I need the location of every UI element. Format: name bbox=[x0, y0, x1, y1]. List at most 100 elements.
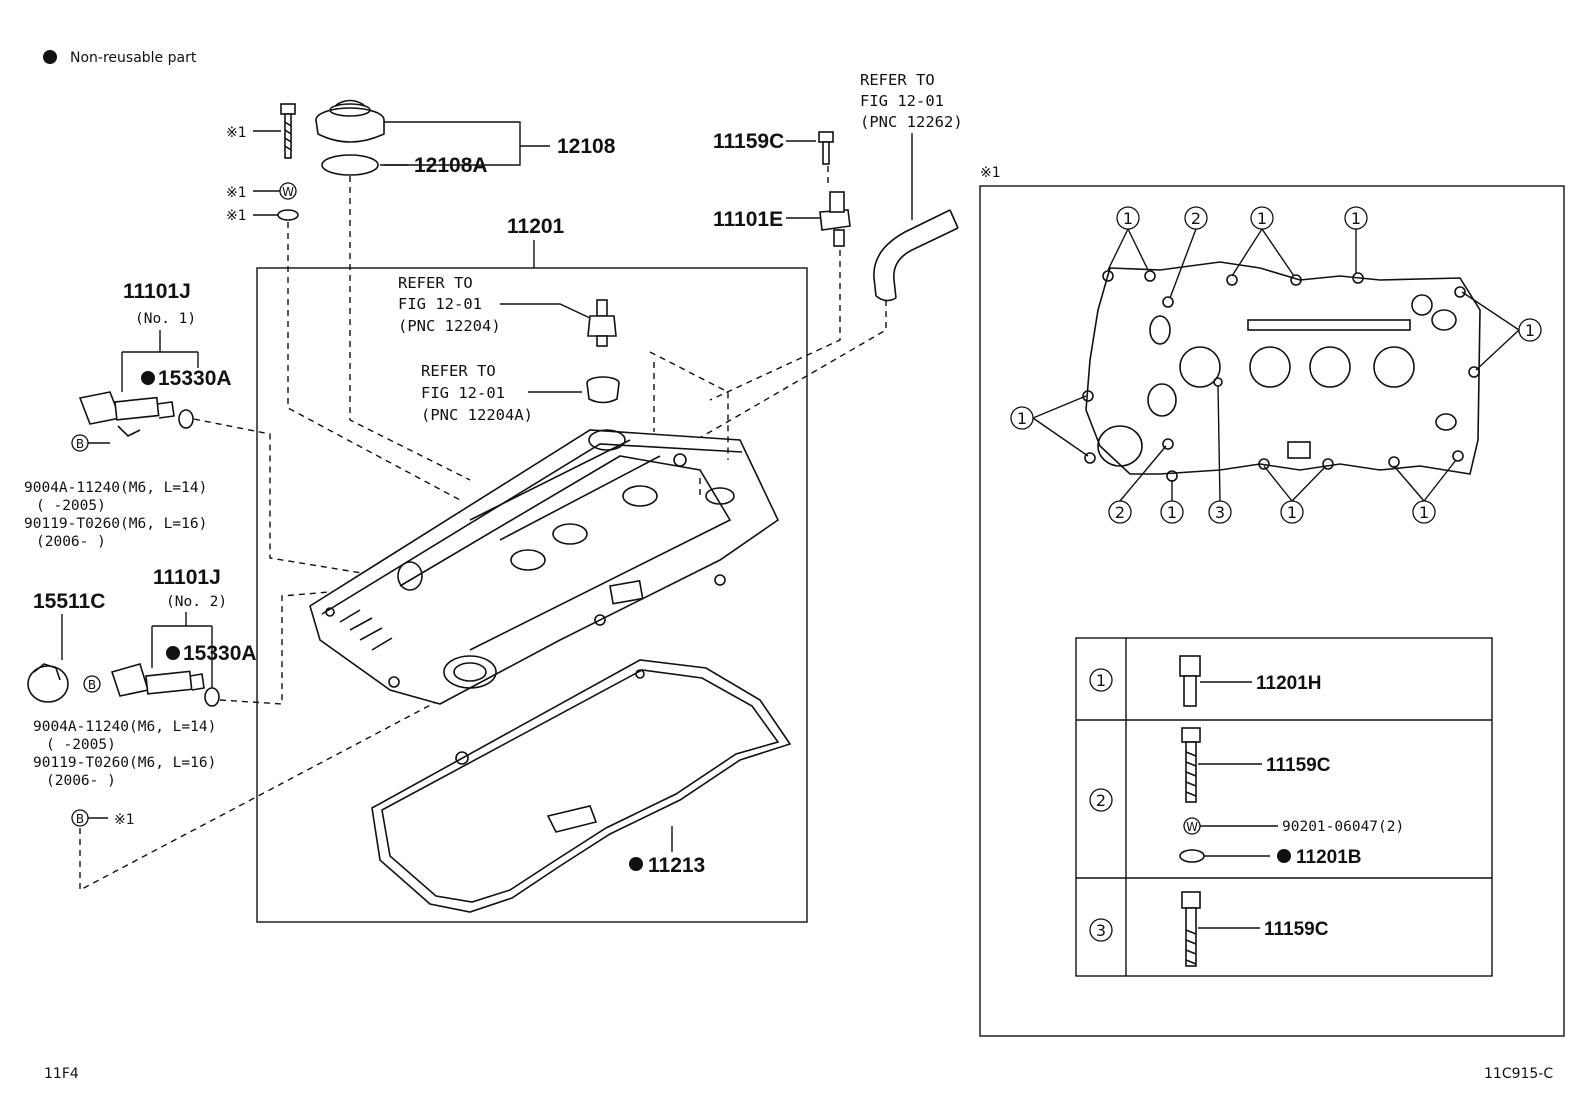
svg-text:1: 1 bbox=[1351, 209, 1361, 228]
svg-text:1: 1 bbox=[1287, 503, 1297, 522]
non-reusable-bullet-icon bbox=[43, 50, 57, 64]
washer-x1-drawing bbox=[277, 209, 299, 221]
table-row-2-num bbox=[1089, 788, 1113, 812]
ref-12204a-line1: REFER TO bbox=[421, 362, 496, 380]
x1-mark-bolt: ※1 bbox=[226, 125, 247, 141]
part-11159c: 11159C bbox=[713, 130, 784, 153]
ref-12204a-line2: FIG 12-01 bbox=[421, 384, 505, 402]
svg-text:2: 2 bbox=[1096, 791, 1106, 810]
table-part-11201b: 11201B bbox=[1296, 847, 1362, 868]
part-11213: 11213 bbox=[648, 854, 705, 877]
svg-text:W: W bbox=[1186, 820, 1198, 834]
cylinder-head-cover-drawing bbox=[309, 429, 780, 705]
b-mark-2: B bbox=[88, 678, 96, 692]
non-reusable-bullet-15330a-1 bbox=[141, 371, 155, 385]
table-row-3-num bbox=[1089, 918, 1113, 942]
part-11101e: 11101E bbox=[713, 208, 783, 231]
bolt-spec-2-c: 90119-T0260(M6, L=16) bbox=[33, 755, 216, 771]
svg-text:1: 1 bbox=[1419, 503, 1429, 522]
ref-12204a: REFER TO FIG 12-01 (PNC 12204A) bbox=[421, 362, 533, 424]
w-mark-1: W bbox=[282, 185, 294, 199]
part-11201: 11201 bbox=[507, 215, 565, 238]
non-reusable-bullet-11213 bbox=[629, 857, 643, 871]
svg-text:1: 1 bbox=[1525, 321, 1535, 340]
part-11101j-1-no: (No. 1) bbox=[135, 311, 196, 327]
svg-text:2: 2 bbox=[1191, 209, 1201, 228]
figure-code-right: 11C915-C bbox=[1484, 1066, 1553, 1082]
b-mark-3: B bbox=[76, 812, 84, 826]
ref-top-right-line2: FIG 12-01 bbox=[860, 92, 944, 110]
cylinder-head-cover-box bbox=[256, 267, 808, 923]
x1-mark-washer: ※1 bbox=[226, 208, 247, 224]
table-part-11159c-row2: 11159C bbox=[1266, 755, 1331, 776]
svg-text:1: 1 bbox=[1096, 671, 1106, 690]
pcv-grommet-drawing bbox=[586, 376, 620, 404]
oil-filler-cap-drawing bbox=[315, 99, 385, 143]
bolt-11159c-table-drawing bbox=[1181, 727, 1201, 803]
svg-text:2: 2 bbox=[1115, 503, 1125, 522]
svg-text:1: 1 bbox=[1257, 209, 1267, 228]
head-cover-gasket-drawing bbox=[371, 659, 792, 913]
bolt-spec-1-d: (2006- ) bbox=[36, 534, 106, 550]
non-reusable-bullet-15330a-2 bbox=[166, 646, 180, 660]
svg-text:1: 1 bbox=[1017, 409, 1027, 428]
bolt-x1-drawing bbox=[280, 103, 296, 159]
ref-12204a-line3: (PNC 12204A) bbox=[421, 406, 533, 424]
bolt-spec-2-d: (2006- ) bbox=[46, 773, 116, 789]
part-15511c: 15511C bbox=[33, 590, 105, 613]
ref-top-right-line3: (PNC 12262) bbox=[860, 113, 963, 131]
oring-15330a-2 bbox=[204, 687, 220, 707]
table-part-11159c-row3: 11159C bbox=[1264, 919, 1329, 940]
bolt-spec-1-c: 90119-T0260(M6, L=16) bbox=[24, 516, 207, 532]
ref-12204-line3: (PNC 12204) bbox=[398, 317, 501, 335]
figure-code-left: 11F4 bbox=[44, 1066, 79, 1082]
table-part-90201: 90201-06047(2) bbox=[1282, 819, 1404, 835]
bolt-spec-2-a: 9004A-11240(M6, L=14) bbox=[33, 719, 216, 735]
pcv-valve-drawing bbox=[587, 299, 617, 347]
b-mark-icon-2 bbox=[83, 675, 101, 693]
svg-text:3: 3 bbox=[1215, 503, 1225, 522]
cam-sensor-drawing bbox=[819, 191, 851, 247]
svg-text:1: 1 bbox=[1167, 503, 1177, 522]
ref-top-right: REFER TO FIG 12-01 (PNC 12262) bbox=[860, 71, 963, 131]
part-12108a: 12108A bbox=[414, 154, 488, 177]
inset-box bbox=[979, 185, 1565, 1037]
part-15330a-2: 15330A bbox=[183, 642, 257, 665]
oring-15330a-1 bbox=[178, 409, 194, 429]
ocv-no1-drawing bbox=[78, 391, 175, 437]
part-15330a-1: 15330A bbox=[158, 367, 232, 390]
bolt-spec-1-b: ( -2005) bbox=[36, 498, 106, 514]
ref-top-right-line1: REFER TO bbox=[860, 71, 935, 89]
ref-12204-line2: FIG 12-01 bbox=[398, 295, 482, 313]
bolt-spec-1-a: 9004A-11240(M6, L=14) bbox=[24, 480, 207, 496]
non-reusable-bullet-11201b bbox=[1277, 849, 1291, 863]
bolt-spec-2-b: ( -2005) bbox=[46, 737, 116, 753]
legend-text: Non-reusable part bbox=[70, 50, 197, 66]
oil-filler-gasket-drawing bbox=[321, 154, 379, 176]
svg-text:1: 1 bbox=[1123, 209, 1133, 228]
ref-12204-line1: REFER TO bbox=[398, 274, 473, 292]
table-row-1-num bbox=[1089, 668, 1113, 692]
part-11101j-2-no: (No. 2) bbox=[166, 594, 227, 610]
part-11101j-2: 11101J bbox=[153, 566, 221, 589]
ocv-no2-drawing bbox=[110, 663, 205, 697]
part-12108: 12108 bbox=[557, 135, 616, 158]
ref-12204: REFER TO FIG 12-01 (PNC 12204) bbox=[398, 274, 501, 335]
bolt-11159c-drawing bbox=[818, 131, 834, 165]
pcv-hose-drawing bbox=[873, 209, 959, 302]
inset-title: ※1 bbox=[980, 165, 1001, 181]
inset-callouts: 1 2 1 1 1 1 2 1 3 1 bbox=[1010, 206, 1542, 524]
x1-mark-w: ※1 bbox=[226, 185, 247, 201]
svg-text:3: 3 bbox=[1096, 921, 1106, 940]
table-part-11201h: 11201H bbox=[1256, 673, 1322, 694]
b-mark-1: B bbox=[76, 437, 84, 451]
bolt-table: 1 11201H 2 11159C W 90201-06047(2) 11201… bbox=[1075, 637, 1493, 977]
bolt-11201h-drawing bbox=[1179, 655, 1201, 707]
table-washer-drawing bbox=[1179, 849, 1205, 863]
part-11101j-1: 11101J bbox=[123, 280, 191, 303]
filter-15511c-drawing bbox=[27, 663, 69, 703]
x1-mark-b: ※1 bbox=[114, 812, 135, 828]
bolt-11159c-row3-drawing bbox=[1181, 891, 1201, 967]
head-cover-top-view-drawing bbox=[1082, 261, 1481, 482]
